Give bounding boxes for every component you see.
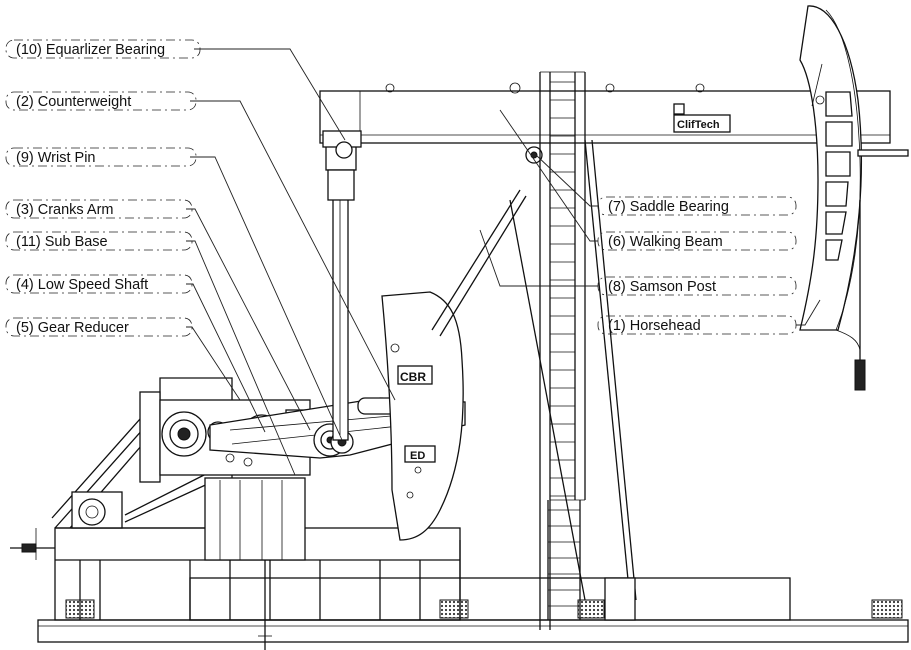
horsehead-leader-line [796,299,821,326]
skid-base [10,480,909,650]
plate-text-cbr: CBR [400,370,426,384]
walking-beam-label: (6) Walking Beam [608,234,723,250]
gear-reducer-label: (5) Gear Reducer [16,320,129,336]
gear-reducer-label-box [5,317,193,337]
samson-post-label: (8) Samson Post [608,279,716,295]
counterweight-label-box [5,91,197,111]
motor-frame [51,377,233,529]
samson-post-leader-line [479,229,598,287]
logo-text: ClifTech [677,119,720,131]
equalizer-bearing-leader-line [194,48,346,141]
counterweight-leader-line [190,100,396,401]
horsehead [799,5,909,391]
sub-base-leader-line [186,240,296,476]
horsehead-label: (1) Horsehead [608,318,701,334]
walking-beam-leader-line [499,109,598,242]
low-speed-shaft-leader-line [186,283,266,433]
wrist-pin-label-box [5,147,197,167]
pitman-arm [325,144,357,441]
low-speed-shaft-label: (4) Low Speed Shaft [16,277,148,293]
saddle-bearing-label: (7) Saddle Bearing [608,199,729,215]
cranks-arm-label-box [5,199,193,219]
callout-labels: (10) Equarlizer Bearing (2) Counterweight… [5,39,821,476]
counterweight-label: (2) Counterweight [16,94,131,110]
low-speed-shaft-label-box [5,274,193,294]
plate-text-ed: ED [410,450,425,462]
cliftech-logo: ClifTech [673,103,731,133]
walking-beam [319,82,891,164]
saddle-bearing-leader-line [535,154,598,207]
gear-reducer-leader-line [186,326,241,401]
wrist-pin-label: (9) Wrist Pin [16,150,96,166]
cranks-arm-leader-line [186,208,311,431]
sub-base-label: (11) Sub Base [16,234,108,250]
sub-base-label-box [5,231,193,251]
wrist-pin-leader-line [190,156,343,441]
equalizer-bearing-label: (10) Equarlizer Bearing [16,42,165,58]
cranks-arm-label: (3) Cranks Arm [16,202,114,218]
